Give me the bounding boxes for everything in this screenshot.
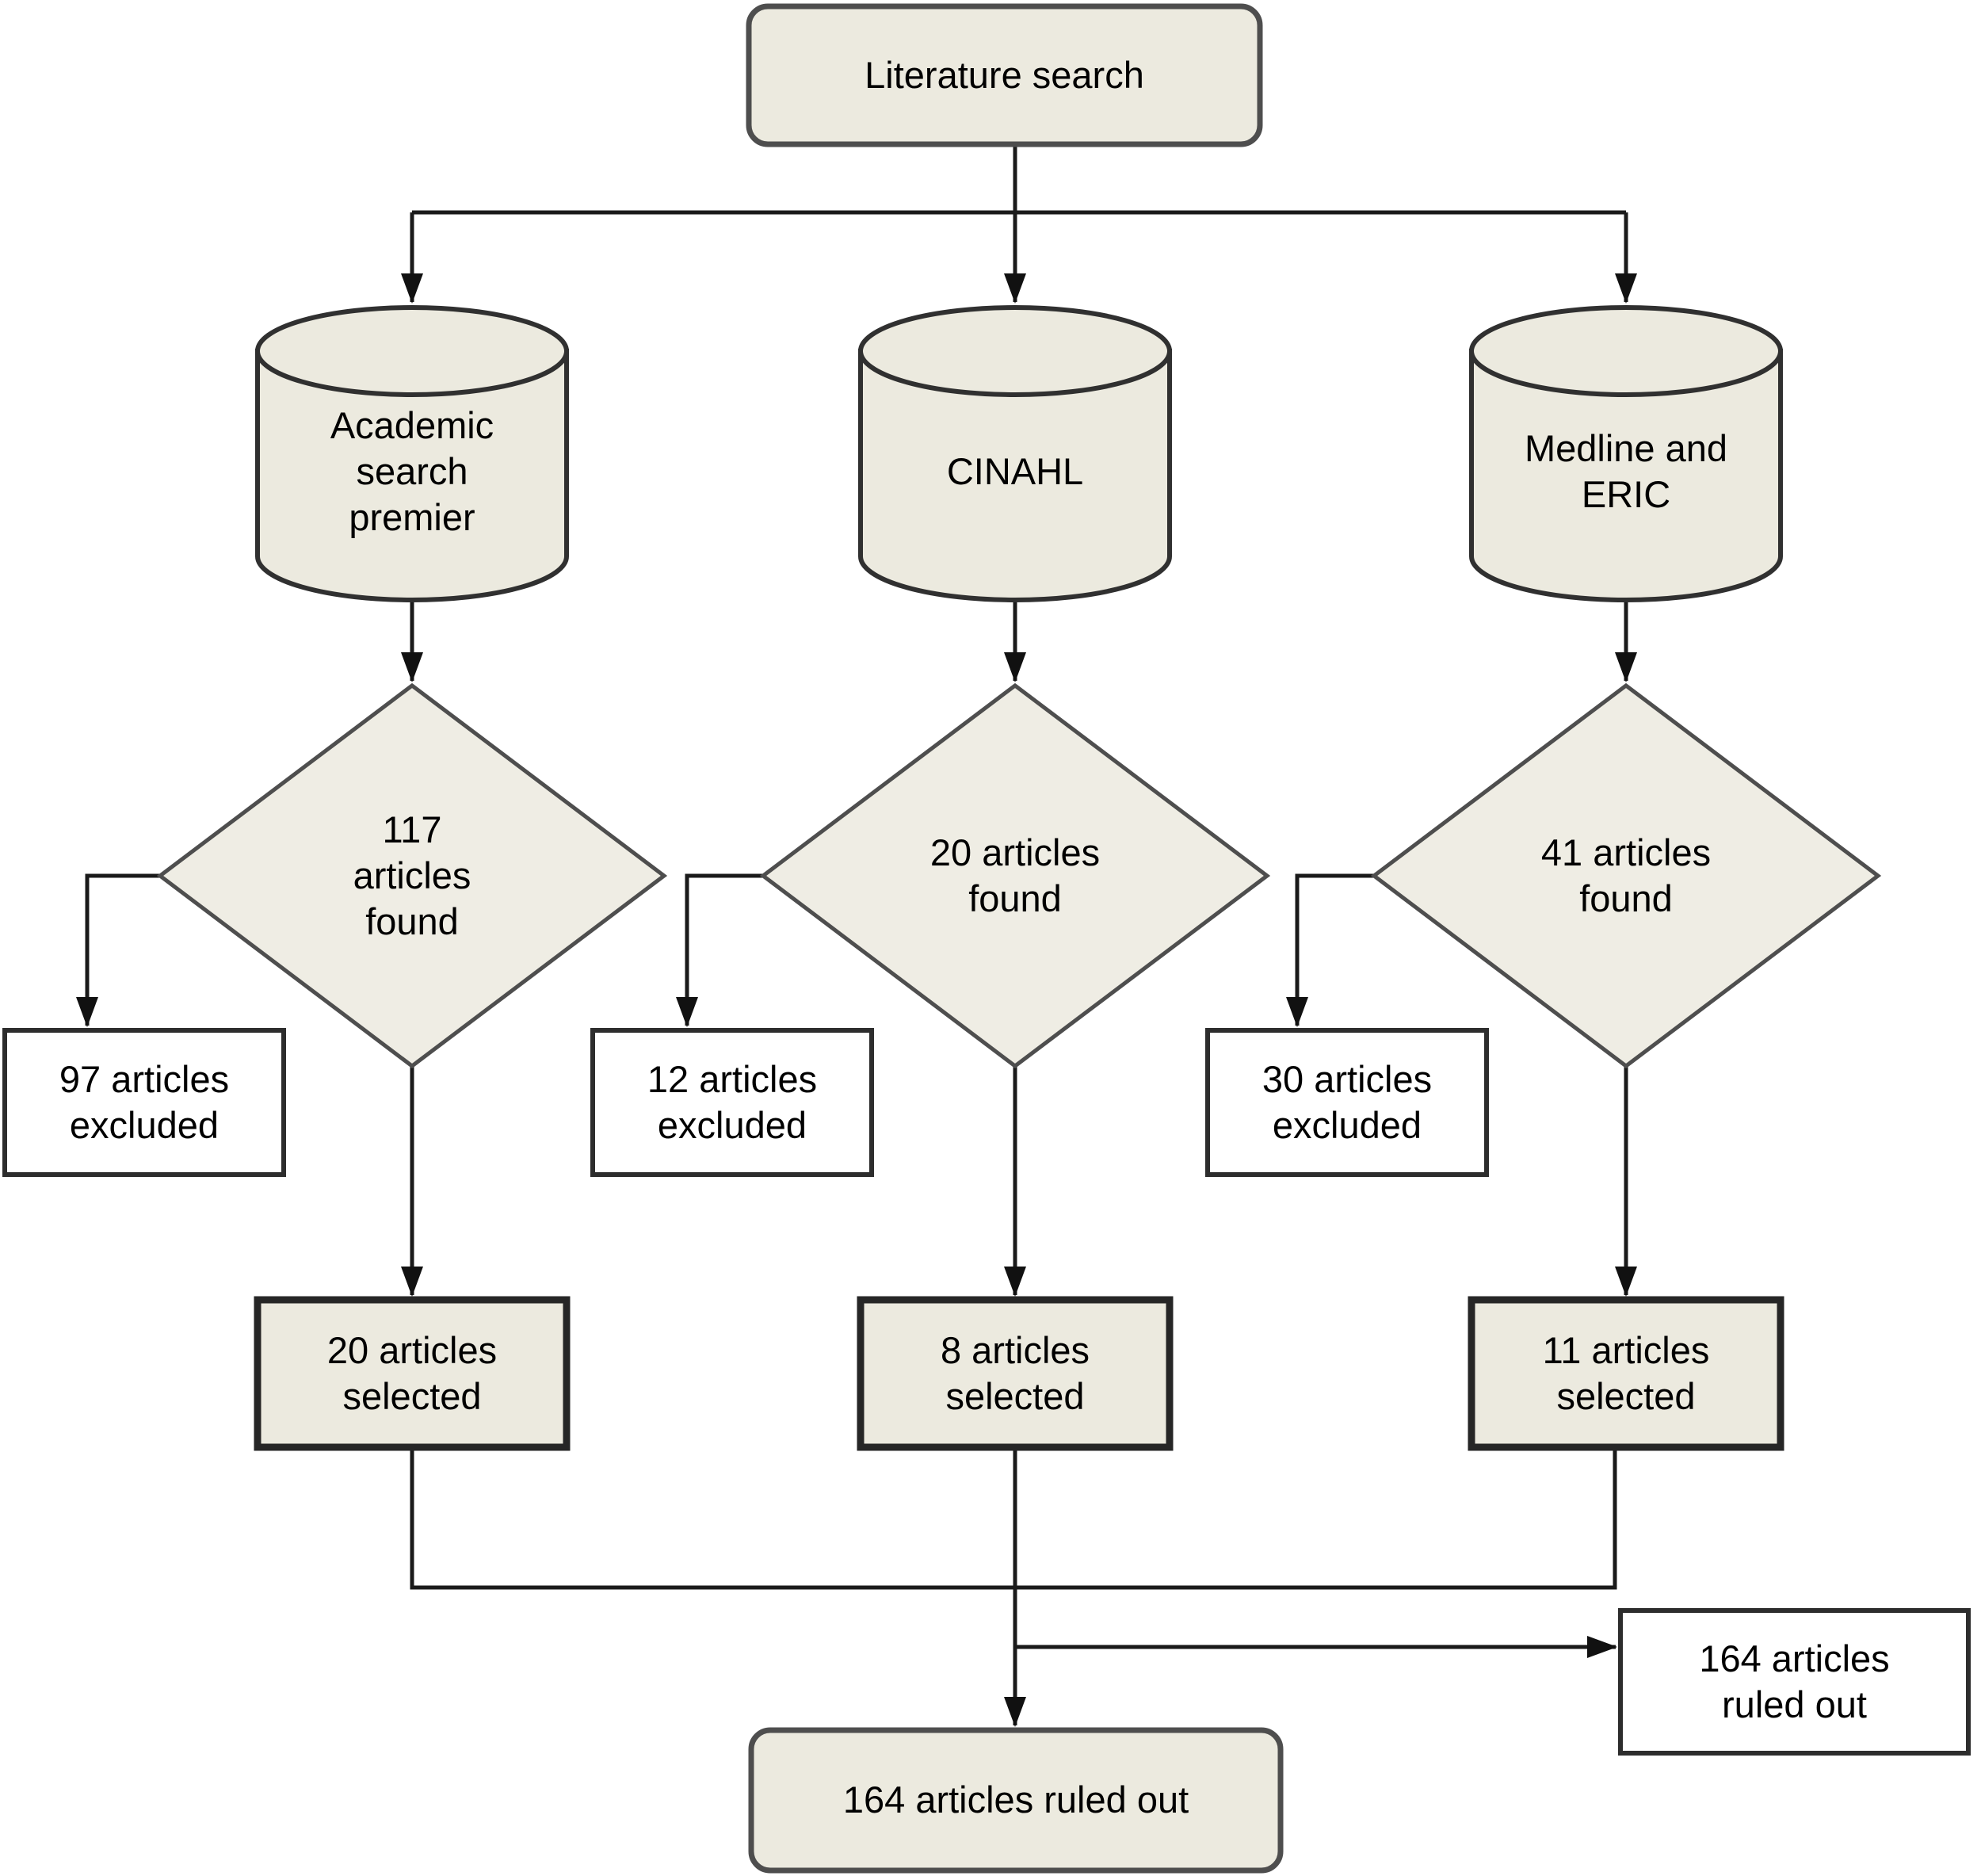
db-cylinder-cinahl <box>858 305 1172 602</box>
connector-found2-to-excluded <box>676 873 763 1027</box>
ruled-out-side-box <box>1618 1608 1971 1756</box>
decision-diamond-41-found <box>1370 682 1882 1069</box>
connector-found3-to-excluded <box>1286 873 1374 1027</box>
selected-box-11 <box>1468 1296 1784 1451</box>
ruled-out-final-box <box>748 1727 1284 1874</box>
excluded-box-30 <box>1205 1028 1489 1177</box>
excluded-box-12 <box>590 1028 874 1177</box>
selected-box-8 <box>857 1296 1174 1451</box>
selected-box-20 <box>254 1296 571 1451</box>
decision-diamond-117-found <box>156 682 668 1069</box>
literature-search-box <box>746 3 1263 147</box>
connector-selected1-merge <box>410 1447 1015 1590</box>
connector-selected3-merge <box>1015 1447 1617 1590</box>
decision-diamond-20-found <box>759 682 1271 1069</box>
db-cylinder-medline-eric <box>1469 305 1783 602</box>
connector-found1-to-excluded <box>76 873 160 1027</box>
excluded-box-97 <box>2 1028 286 1177</box>
db-cylinder-academic-search-premier <box>255 305 569 602</box>
